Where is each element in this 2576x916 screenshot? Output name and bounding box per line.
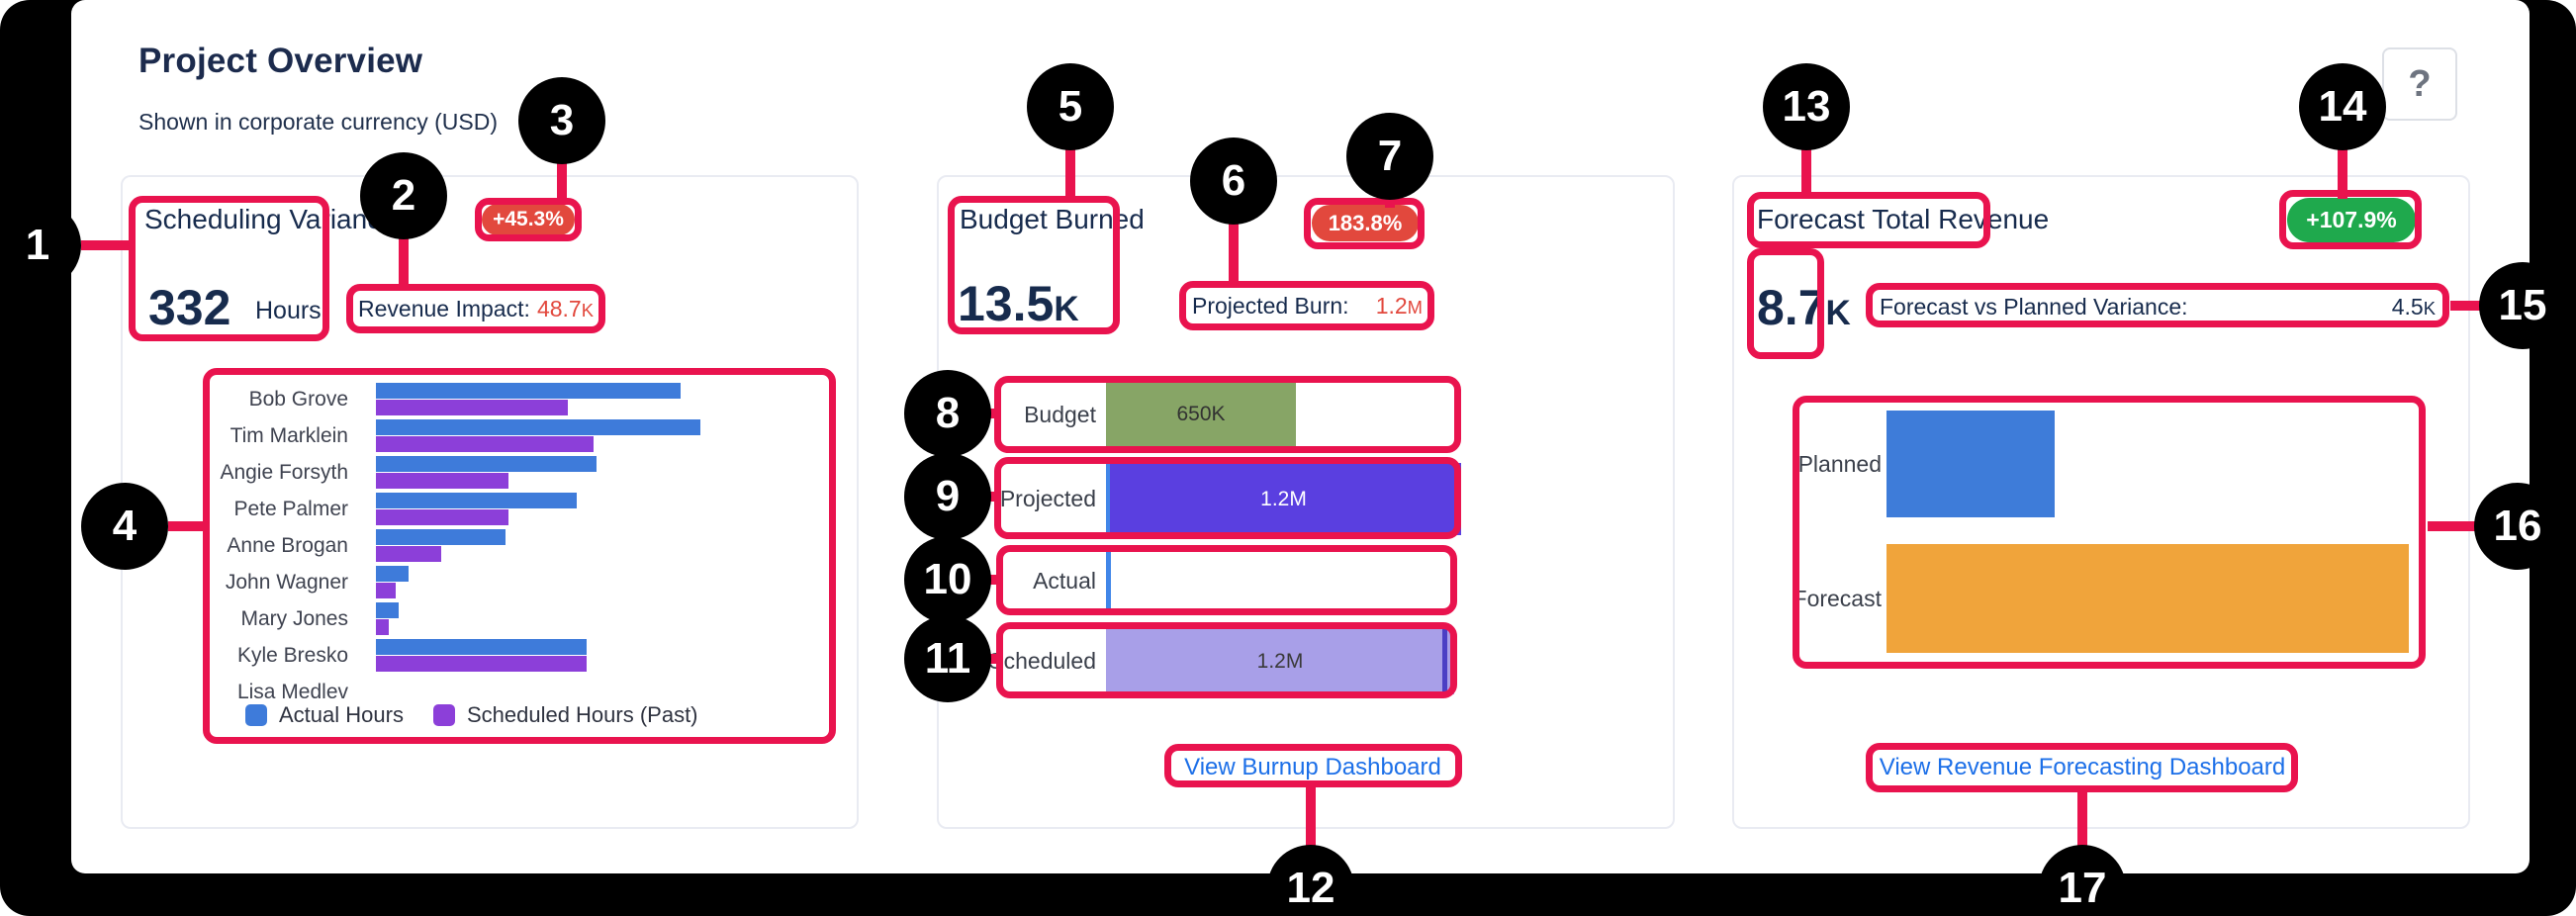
planned-label: Planned [1797, 450, 1882, 477]
projected-burn-value: 1.2M [1286, 293, 1423, 320]
forecast-label: Forecast [1793, 585, 1882, 611]
person-label: Anne Brogan [227, 534, 348, 557]
help-button[interactable]: ? [2382, 47, 2457, 121]
scheduled-hours-bar [376, 436, 594, 452]
budget-title: Budget Burned [960, 204, 1145, 234]
forecast-growth-badge: +107.9% [2287, 198, 2416, 242]
page-subtitle: Shown in corporate currency (USD) [138, 109, 499, 135]
scheduled-hours-bar [376, 400, 568, 415]
forecast-variance-value: 4.5K [2295, 294, 2436, 321]
projected-bar: 1.2M [1106, 463, 1461, 535]
person-label: Pete Palmer [233, 498, 348, 520]
leading-tick [1106, 463, 1110, 535]
legend-label: Scheduled Hours (Past) [466, 702, 698, 727]
revenue-impact-value: 48.7K [445, 296, 594, 322]
bar-row-label: Scheduled [988, 648, 1096, 674]
bar-value-label: 1.2M [1256, 649, 1304, 673]
scheduling-value: 332 [148, 280, 231, 335]
person-label: Lisa Medlev [236, 681, 348, 703]
actual-hours-bar [376, 566, 409, 582]
person-label: Angie Forsyth [220, 461, 348, 484]
bar-row-label: Actual [1033, 568, 1096, 594]
actual-hours-bar [376, 383, 682, 399]
forecast-bar [1886, 544, 2409, 653]
projected-burn-number: 1.2 [1375, 293, 1408, 319]
forecast-variance-number: 4.5 [2391, 294, 2424, 320]
scheduling-variance-badge: +45.3% [482, 204, 575, 235]
actual-hours-bar [376, 493, 578, 508]
bar-row-label: Projected [999, 486, 1096, 511]
planned-bar [1886, 411, 2055, 517]
forecast-number: 8.7 [1757, 280, 1826, 335]
actual-hours-bar [376, 529, 506, 545]
forecast-suffix: K [1825, 294, 1851, 332]
bar-value-label: 1.2M [1260, 487, 1307, 510]
person-label: Bob Grove [248, 388, 348, 411]
budget-suffix: K [1054, 290, 1079, 328]
bar-value-label: 650K [1176, 403, 1226, 425]
scheduled-hours-bar [376, 619, 390, 635]
revenue-impact-number: 48.7 [536, 296, 582, 321]
projected-burn-suffix: M [1407, 297, 1423, 318]
budget-value: 13.5K [958, 275, 1079, 332]
actual-bar [1106, 551, 1111, 611]
scheduled-bar: 1.2M [1106, 628, 1454, 694]
budget-number: 13.5 [958, 276, 1055, 331]
scheduled-hours-bar [376, 583, 396, 598]
revenue-impact-suffix: K [581, 300, 594, 321]
scheduled-hours-bar [376, 473, 509, 489]
legend-label: Actual Hours [279, 702, 404, 727]
person-label: Mary Jones [240, 607, 348, 630]
scheduled-hours-bar [376, 546, 441, 562]
forecast-title: Forecast Total Revenue [1757, 204, 2050, 234]
budget-bar: 650K [1106, 381, 1296, 448]
forecast-variance-suffix: K [2423, 298, 2436, 319]
person-label: Tim Marklein [230, 424, 348, 447]
revenue-forecasting-dashboard-link[interactable]: View Revenue Forecasting Dashboard [1879, 754, 2286, 780]
revenue-impact-label: Revenue Impact: [358, 296, 530, 321]
actual-hours-bar [376, 602, 399, 618]
burnup-dashboard-link[interactable]: View Burnup Dashboard [1184, 754, 1441, 780]
budget-marker-tick [1442, 628, 1447, 694]
legend-swatch [432, 704, 455, 726]
scheduled-hours-bar [376, 509, 509, 525]
page-title: Project Overview [138, 42, 423, 80]
bar-row-label: Budget [1024, 401, 1096, 427]
legend-swatch [245, 704, 267, 726]
scheduling-title: Scheduling Variance [144, 204, 397, 234]
actual-hours-bar [376, 456, 598, 472]
scheduling-unit: Hours [255, 297, 322, 324]
forecast-value: 8.7K [1757, 279, 1851, 336]
person-label: John Wagner [225, 571, 348, 594]
projected-burn-label: Projected Burn: [1192, 293, 1349, 319]
forecast-variance-label: Forecast vs Planned Variance: [1880, 294, 2188, 320]
person-label: Kyle Bresko [236, 644, 348, 667]
actual-hours-bar [376, 419, 700, 435]
budget-burn-badge: 183.8% [1312, 205, 1419, 241]
chart-legend: Actual Hours Scheduled Hours (Past) [245, 701, 799, 729]
scheduled-hours-bar [376, 656, 588, 672]
actual-hours-bar [376, 639, 588, 655]
